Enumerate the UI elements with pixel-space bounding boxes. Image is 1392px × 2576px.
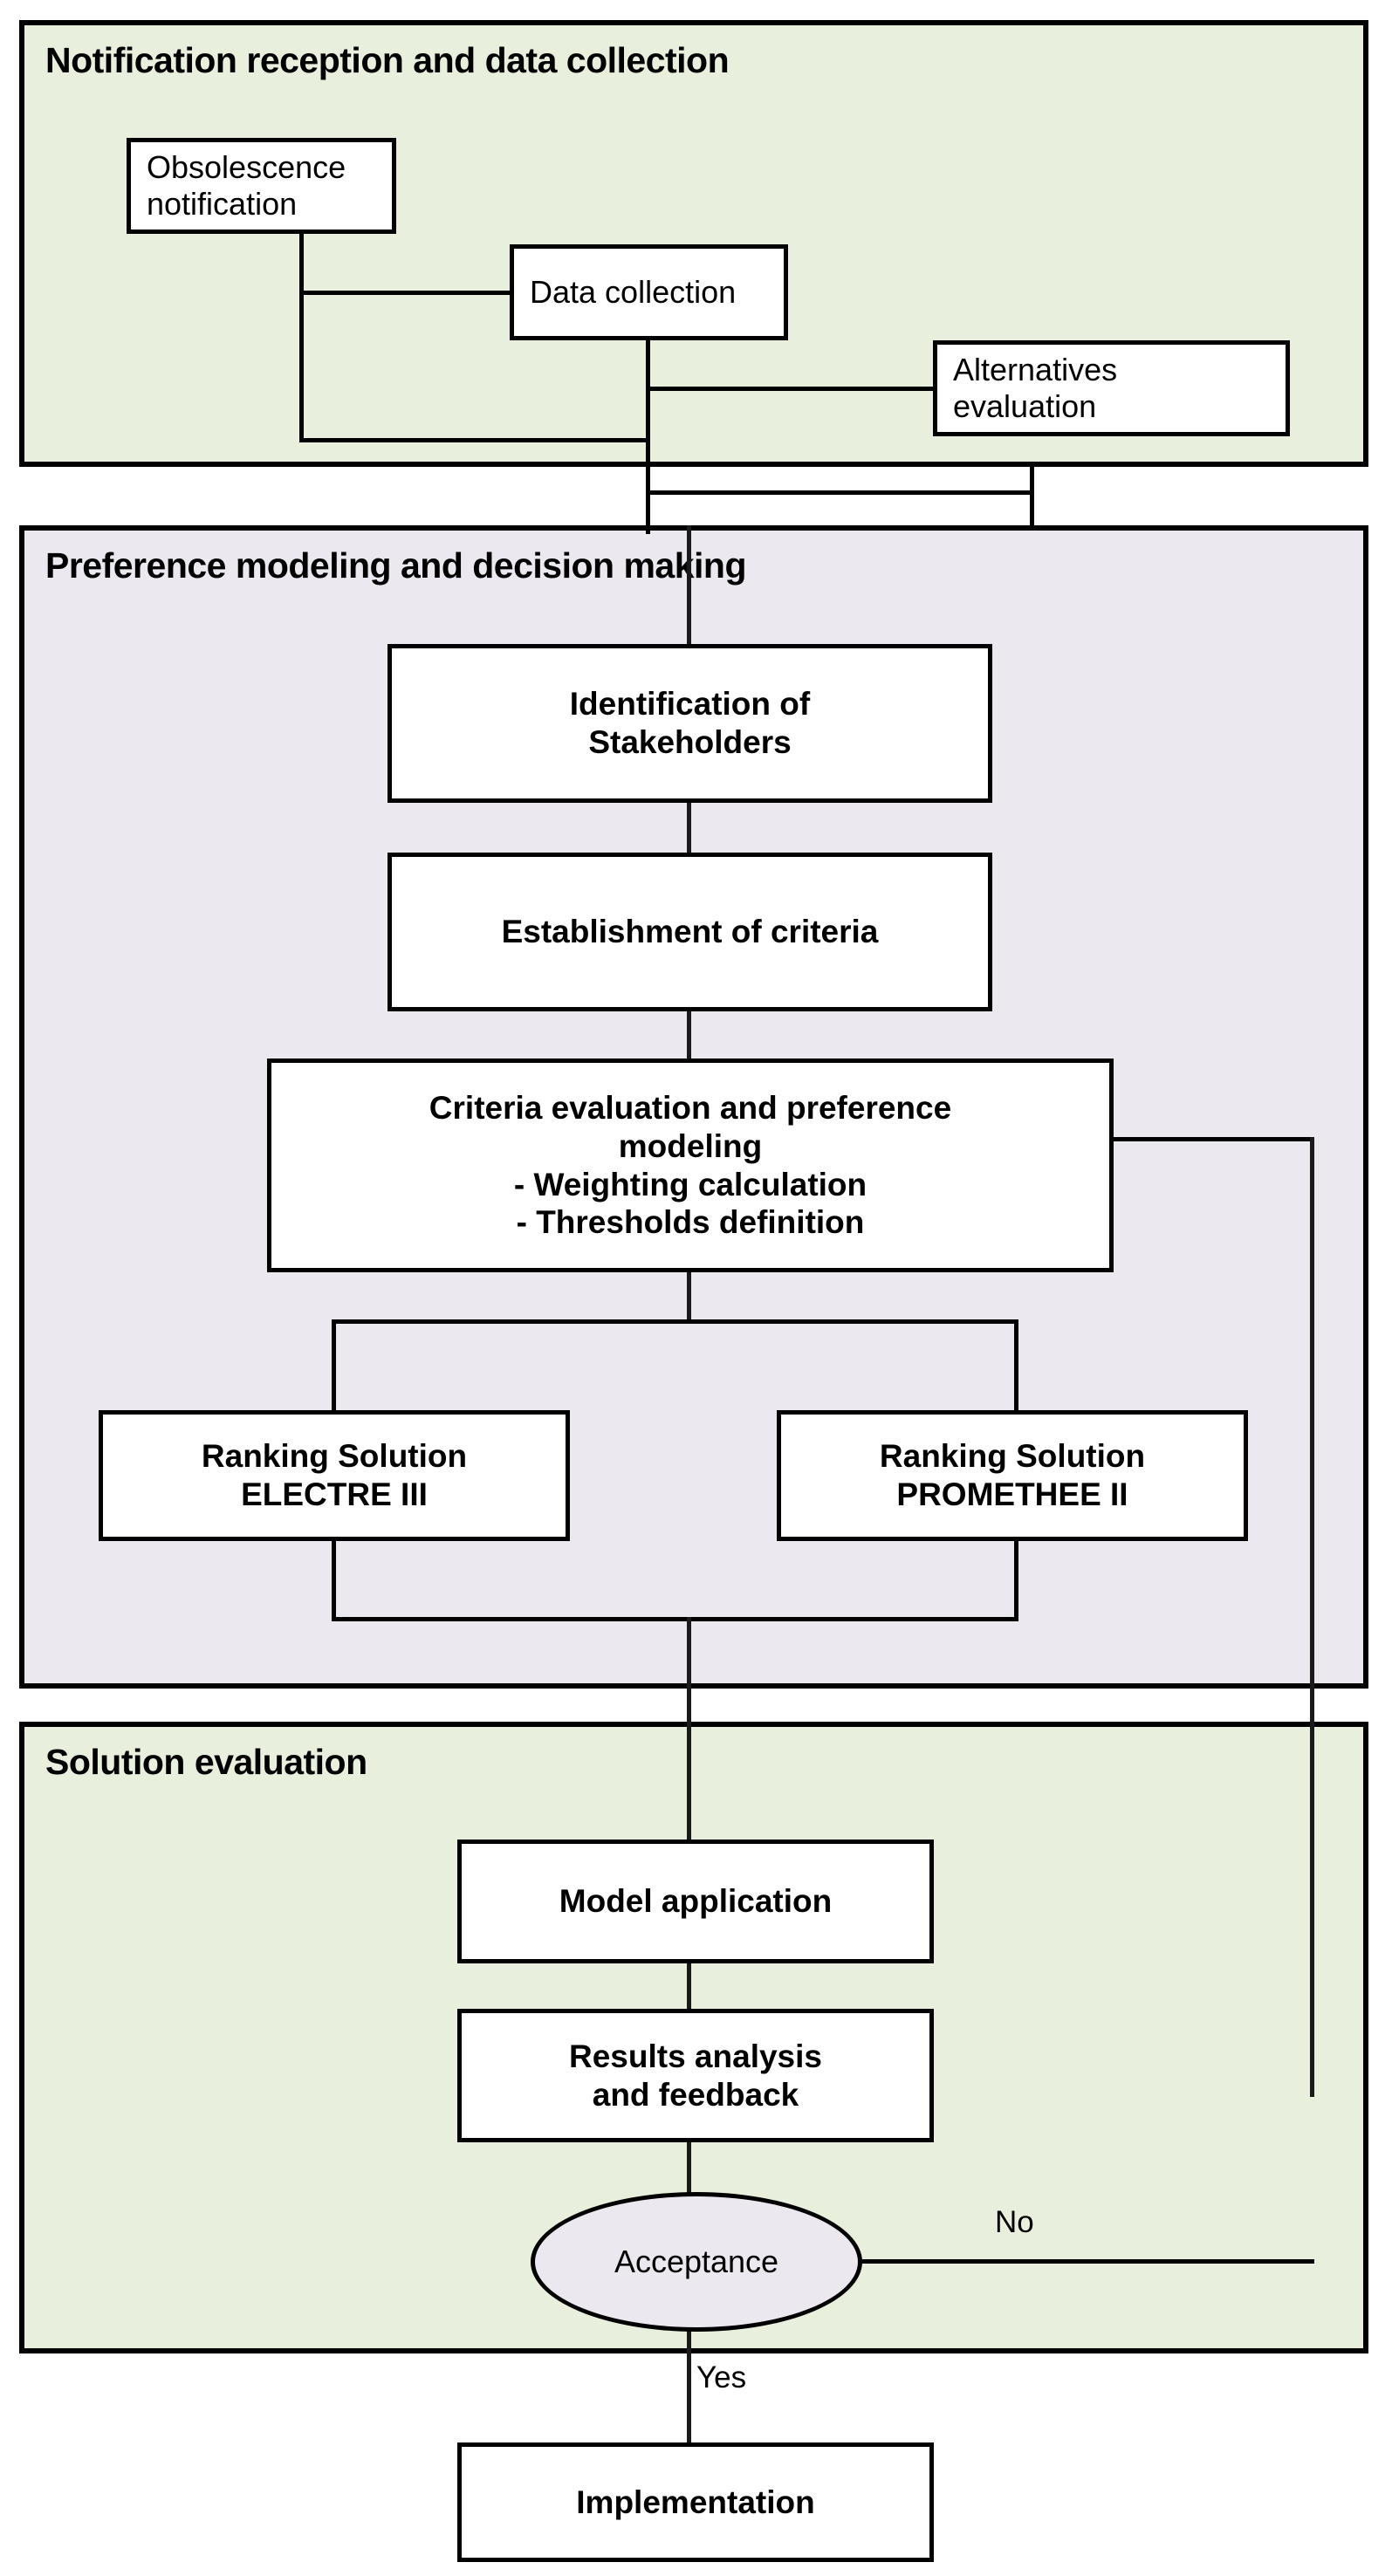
node-label: Results analysis and feedback <box>569 2038 822 2113</box>
connector-electre-down <box>332 1536 336 1621</box>
connector-results-to-acceptance <box>687 2139 691 2198</box>
node-identification-stakeholders[interactable]: Identification of Stakeholders <box>387 644 992 803</box>
connector-acceptance-no <box>859 2259 1314 2264</box>
connector-phase1-rail <box>299 438 648 442</box>
edge-label-yes: Yes <box>696 2360 747 2394</box>
node-label: Model application <box>559 1883 833 1920</box>
node-label: Alternatives evaluation <box>953 351 1118 424</box>
connector-data-to-alternatives <box>646 387 936 391</box>
connector-split-to-electre <box>332 1319 336 1415</box>
node-label: Establishment of criteria <box>501 914 879 950</box>
connector-obsolescence-to-data <box>299 291 513 295</box>
node-acceptance-decision[interactable]: Acceptance <box>531 2192 862 2332</box>
node-label: Criteria evaluation and preference model… <box>429 1090 952 1241</box>
node-criteria-evaluation[interactable]: Criteria evaluation and preference model… <box>267 1058 1114 1272</box>
edge-label-no: No <box>995 2205 1034 2239</box>
connector-split-rail-top <box>332 1319 1018 1324</box>
node-obsolescence-notification[interactable]: Obsolescence notification <box>127 138 396 234</box>
node-label: Obsolescence notification <box>147 148 346 222</box>
node-ranking-electre-iii[interactable]: Ranking Solution ELECTRE III <box>99 1410 570 1541</box>
phase-title-solution: Solution evaluation <box>45 1742 367 1782</box>
node-alternatives-evaluation[interactable]: Alternatives evaluation <box>933 340 1290 436</box>
connector-obsolescence-down <box>299 232 304 442</box>
node-implementation[interactable]: Implementation <box>457 2442 934 2562</box>
connector-into-model-application <box>687 1722 691 1844</box>
node-data-collection[interactable]: Data collection <box>510 244 788 340</box>
connector-acceptance-yes <box>687 2328 691 2444</box>
phase-title-preference: Preference modeling and decision making <box>45 545 747 586</box>
node-model-application[interactable]: Model application <box>457 1840 934 1963</box>
connector-alternatives-return-left <box>646 490 1034 495</box>
connector-feedback-vertical <box>1310 1137 1314 2097</box>
node-label: Identification of Stakeholders <box>569 686 811 760</box>
connector-criteria-feedback-out <box>1110 1137 1314 1141</box>
connector-into-identification <box>687 525 691 647</box>
node-ranking-promethee-ii[interactable]: Ranking Solution PROMETHEE II <box>777 1410 1248 1541</box>
connector-merge-rail <box>332 1617 1018 1621</box>
node-establishment-criteria[interactable]: Establishment of criteria <box>387 853 992 1011</box>
node-label: Data collection <box>530 273 737 310</box>
connector-phase2-trunk <box>687 1617 691 1726</box>
node-label: Implementation <box>576 2484 815 2520</box>
connector-promethee-down <box>1014 1536 1018 1621</box>
node-label: Ranking Solution PROMETHEE II <box>879 1438 1146 1512</box>
connector-split-to-promethee <box>1014 1319 1018 1415</box>
connector-alternatives-return-down <box>1030 467 1034 528</box>
connector-data-down <box>646 339 650 524</box>
phase-title-notification: Notification reception and data collecti… <box>45 40 730 80</box>
node-results-analysis[interactable]: Results analysis and feedback <box>457 2009 934 2142</box>
connector-model-to-results <box>687 1960 691 2012</box>
connector-establishment-to-criteria <box>687 1007 691 1062</box>
node-label: Ranking Solution ELECTRE III <box>201 1438 468 1512</box>
decision-label: Acceptance <box>614 2244 779 2279</box>
connector-phase1-trunk <box>646 438 650 534</box>
connector-identification-to-establishment <box>687 798 691 856</box>
connector-criteria-down <box>687 1269 691 1323</box>
